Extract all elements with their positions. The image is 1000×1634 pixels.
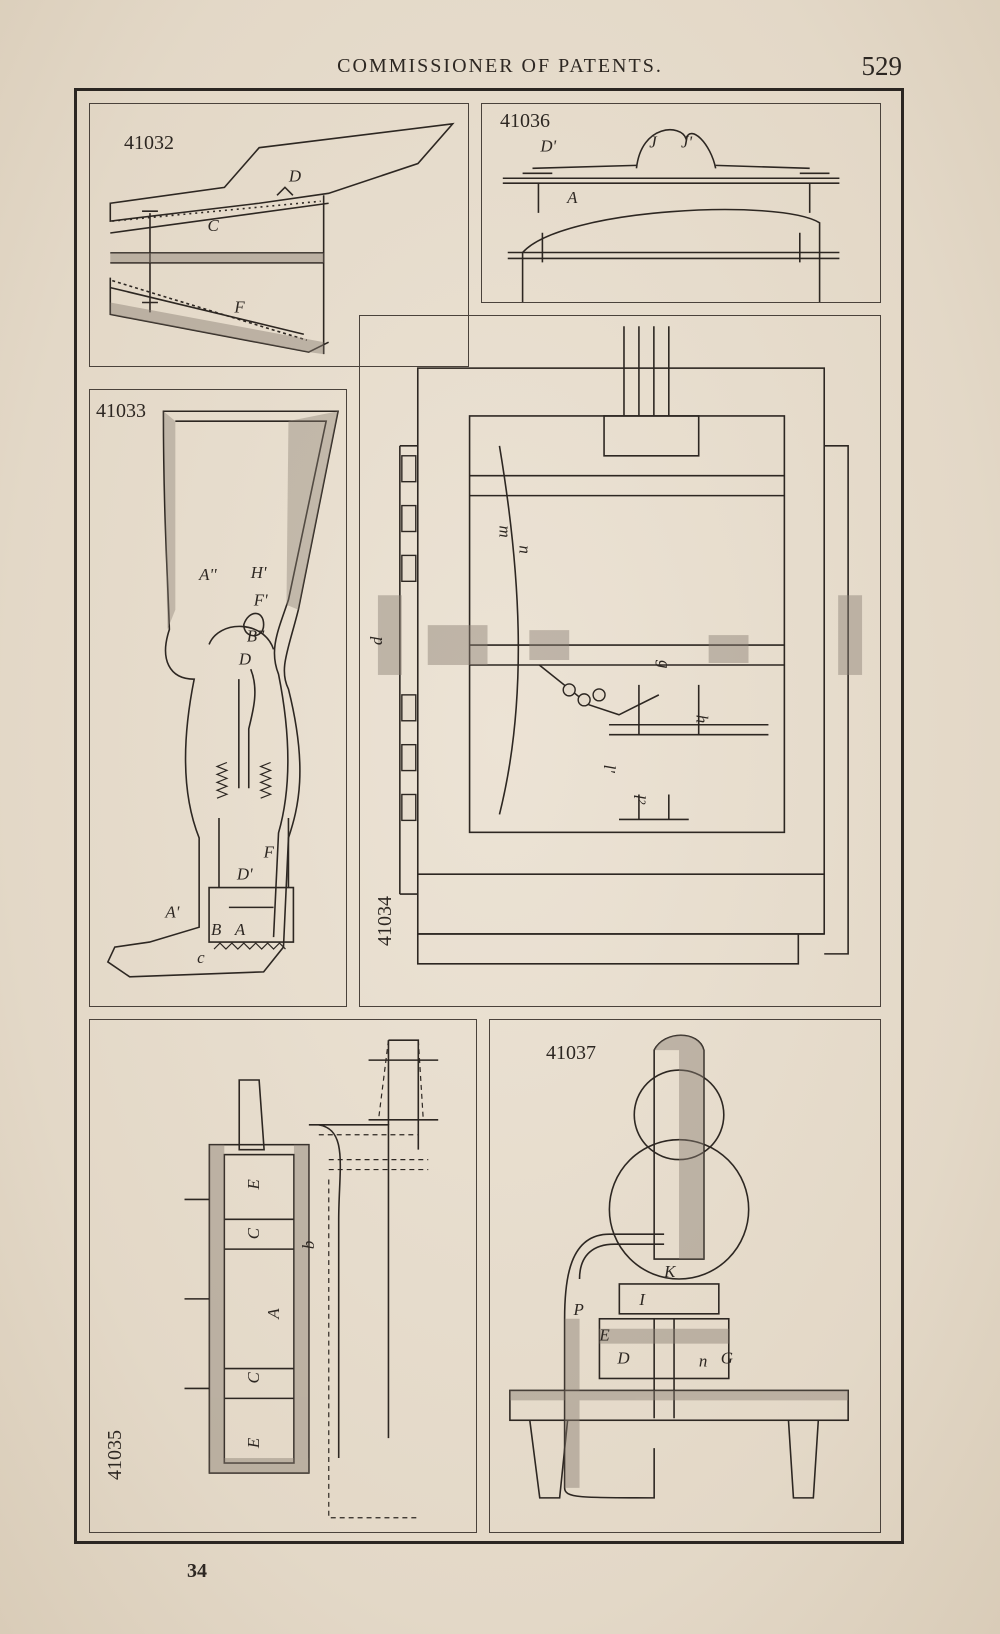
figure-41036-drawing: D' J J' A: [502, 128, 840, 302]
letter-C: C: [244, 1227, 263, 1239]
figure-41037-drawing: K I P E D G n: [509, 1034, 849, 1499]
letter-B-double-prime: B'': [247, 626, 265, 645]
letter-d: d: [367, 636, 386, 645]
figure-41032-drawing: D C F: [109, 122, 455, 355]
letter-J-prime: J': [681, 133, 692, 152]
letter-A: A: [234, 920, 246, 939]
letter-b: b: [299, 1241, 318, 1249]
figure-41037-panel: 41037: [489, 1019, 881, 1533]
letter-A: A: [264, 1308, 283, 1320]
figure-41035-drawing: E C A b C E: [184, 1039, 439, 1519]
letter-D-prime: D': [539, 137, 556, 156]
letter-C: C: [208, 216, 220, 235]
page-number: 529: [861, 51, 903, 81]
letter-D-prime: D': [236, 865, 253, 884]
signature-mark: 34: [187, 1560, 207, 1582]
page-header-title: COMMISSIONER OF PATENTS.: [337, 55, 663, 77]
letter-F: F: [263, 843, 275, 862]
letter-h: h: [693, 715, 712, 723]
letter-n: n: [699, 1352, 707, 1371]
figure-41035-panel: 41035: [89, 1019, 477, 1533]
letter-J: J: [649, 133, 658, 152]
letter-E: E: [244, 1178, 263, 1190]
figure-number: 41037: [546, 1042, 596, 1064]
figure-number: 41032: [124, 132, 174, 154]
letter-D: D: [616, 1349, 629, 1368]
letter-D: D: [288, 166, 301, 185]
letter-B: B: [211, 920, 221, 939]
letter-A: A: [566, 188, 578, 207]
letter-l-prime: l': [600, 765, 619, 774]
running-head: COMMISSIONER OF PATENTS. 529: [0, 51, 1000, 85]
letter-F-prime: F': [253, 591, 268, 610]
illustration-plate: 41032 D C: [74, 88, 904, 1544]
figure-41033-drawing: A'' H' F' B'' D F D' A' B A c: [106, 410, 340, 978]
letter-H-prime: H': [250, 563, 267, 582]
figure-41032-panel: 41032 D C: [89, 103, 469, 367]
letter-c: c: [197, 948, 205, 967]
letter-D: D: [238, 649, 251, 668]
letter-E-lower: E: [244, 1437, 263, 1449]
figure-41034-drawing: d m n g h l' l²: [367, 326, 863, 965]
letter-I: I: [638, 1290, 646, 1309]
letter-C-lower: C: [244, 1371, 263, 1383]
figure-number: 41033: [96, 400, 146, 422]
letter-K: K: [663, 1262, 676, 1281]
letter-G: G: [721, 1349, 733, 1368]
letter-g: g: [655, 660, 674, 668]
figure-number: 41036: [500, 110, 550, 132]
figure-41033-panel: 41033: [89, 389, 347, 1007]
letter-A-prime: A': [164, 902, 179, 921]
letter-m: m: [495, 526, 514, 538]
figure-41034-panel: 41034: [359, 315, 881, 1007]
letter-F: F: [233, 297, 245, 316]
letter-l-squared: l²: [630, 794, 649, 805]
letter-E: E: [598, 1326, 610, 1345]
letter-n: n: [515, 545, 534, 553]
letter-A-double-prime: A'': [198, 565, 217, 584]
figure-41036-panel: 41036 D' J J' A: [481, 103, 881, 303]
letter-P: P: [573, 1300, 584, 1319]
